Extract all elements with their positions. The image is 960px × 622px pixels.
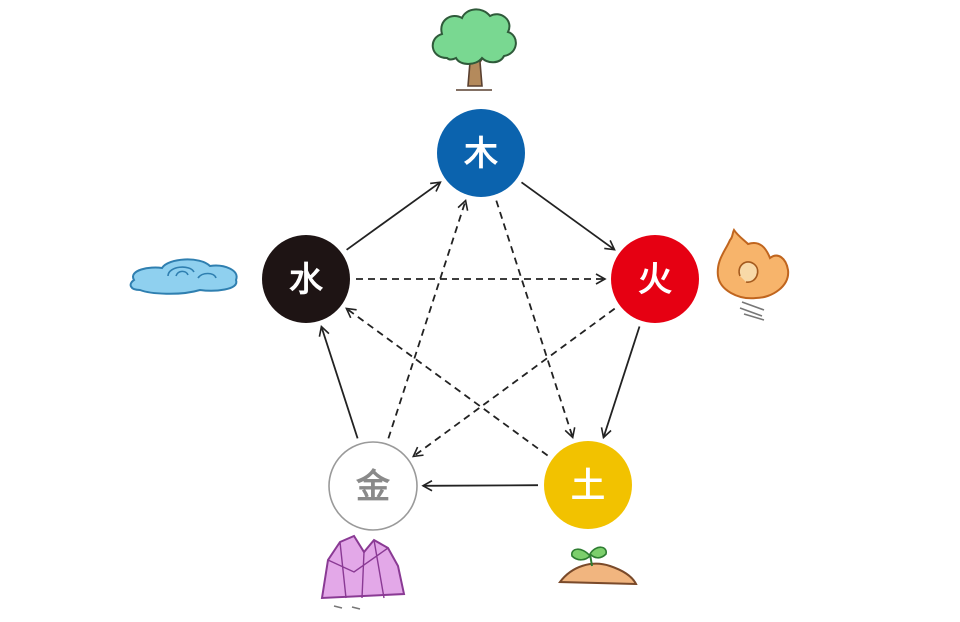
element-label-wood: 木 — [463, 134, 498, 174]
element-node-water: 水 — [262, 235, 350, 323]
element-label-water: 水 — [289, 260, 324, 300]
generating-arrow-fire-to-earth — [600, 326, 641, 440]
overcoming-arrow-fire-to-metal — [411, 307, 616, 458]
element-circle-metal — [328, 441, 418, 531]
overcoming-arrow-wood-to-earth — [495, 200, 576, 439]
generating-arrow-metal-to-water — [318, 325, 359, 439]
nodes-layer: 木火土 金 水 — [262, 109, 699, 531]
flame-icon — [716, 228, 790, 321]
element-node-fire: 火 — [611, 235, 699, 323]
overcoming-arrow-metal-to-wood — [387, 199, 469, 439]
arrows-layer — [318, 181, 641, 492]
element-circle-earth — [544, 441, 632, 529]
sprout-icon — [558, 546, 638, 586]
element-label-fire: 火 — [638, 260, 672, 300]
element-label-metal: 金 — [355, 467, 391, 507]
element-circle-wood — [437, 109, 525, 197]
crystal-icon — [320, 534, 406, 610]
overcoming-arrow-earth-to-water — [345, 307, 549, 457]
element-node-earth: 土 — [544, 441, 632, 529]
element-circle-fire — [611, 235, 699, 323]
element-circle-water — [262, 235, 350, 323]
element-node-wood: 木 — [437, 109, 525, 197]
water-puddle-icon — [129, 258, 238, 295]
generating-arrow-wood-to-fire — [520, 181, 616, 251]
element-node-metal: 金 — [328, 441, 418, 531]
tree-icon — [431, 8, 517, 91]
generating-arrow-water-to-wood — [346, 181, 442, 251]
generating-arrow-earth-to-metal — [421, 480, 539, 492]
element-label-earth: 土 — [571, 466, 605, 506]
